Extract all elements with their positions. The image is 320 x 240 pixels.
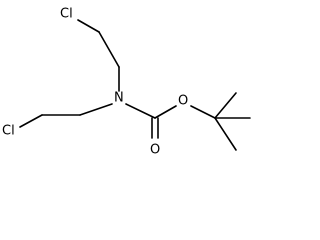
- bond-ch2-ch2-top: [98, 31, 120, 68]
- bond-tbu-methyl-down: [214, 117, 237, 151]
- bond-ch2-n-left: [79, 103, 113, 116]
- bond-carbonyl-c-ester-o: [154, 105, 177, 119]
- atom-nitrogen: N: [114, 91, 124, 106]
- bond-tbu-methyl-up: [214, 92, 237, 119]
- bond-cl-ch2-top: [77, 19, 100, 33]
- molecule-diagram: Cl Cl N O O: [2, 7, 251, 158]
- atom-ester-oxygen: O: [178, 94, 188, 109]
- atom-cl-left: Cl: [2, 124, 15, 139]
- atom-cl-top: Cl: [60, 7, 73, 22]
- bond-cl-ch2-left: [19, 114, 43, 128]
- atom-carbonyl-oxygen: O: [150, 143, 160, 158]
- structure-canvas: Cl Cl N O O: [2, 7, 251, 158]
- bond-ester-o-quaternary-c: [190, 105, 216, 119]
- bond-n-carbonyl-c: [125, 103, 156, 119]
